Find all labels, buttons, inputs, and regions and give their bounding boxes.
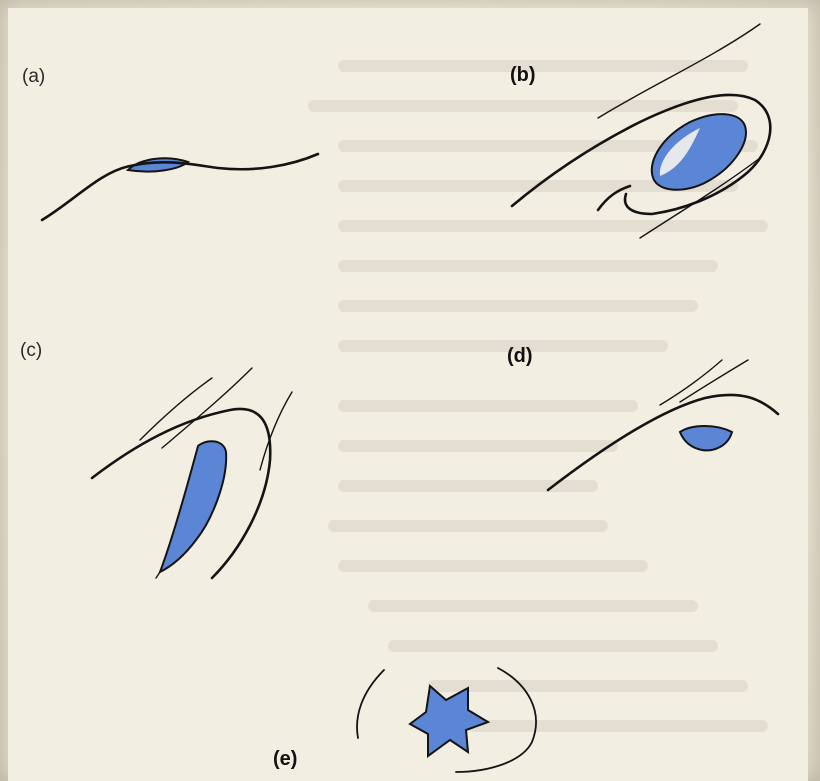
panel-c-fluid-tail [156, 572, 160, 578]
panel-d-tangent-1 [660, 360, 722, 405]
panel-e-drawing [357, 668, 536, 772]
panel-a-pleural-line [42, 154, 318, 220]
panel-d-pleural-line [548, 395, 778, 490]
panel-d-drawing [548, 360, 778, 490]
panel-d-fluid-lens [680, 426, 732, 450]
panel-c-tangent-3 [260, 392, 292, 470]
panel-b-label: (b) [510, 64, 536, 87]
panel-c-tangent-1 [140, 378, 212, 440]
panel-e-left-arc [357, 670, 384, 738]
panel-c-drawing [92, 368, 292, 578]
panel-e-fluid-star [410, 686, 488, 756]
panel-a-label: (a) [22, 66, 45, 88]
panel-d-label: (d) [507, 345, 533, 368]
panel-b-drawing [512, 24, 770, 238]
panel-c-fluid-wedge [160, 441, 226, 572]
panel-c-label: (c) [20, 340, 42, 362]
panel-a-drawing [42, 154, 318, 220]
panel-e-label: (e) [273, 748, 297, 771]
panel-b-tangent-upper [598, 24, 760, 118]
